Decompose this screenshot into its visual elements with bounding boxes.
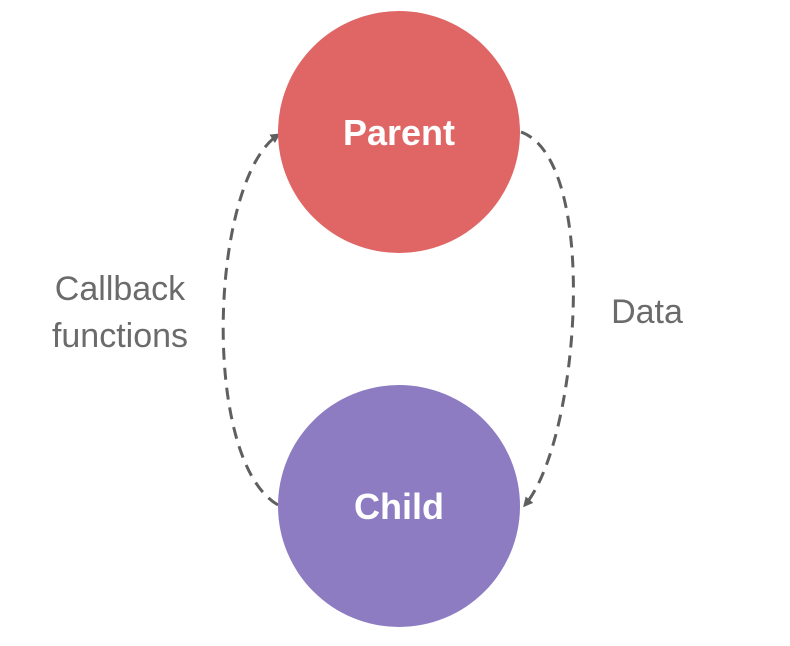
callback-edge-label-line2: functions	[52, 317, 188, 355]
data-edge-arrow	[520, 130, 575, 508]
parent-circle	[278, 11, 520, 253]
data-edge-label: Data	[611, 293, 683, 331]
child-node: Child	[278, 385, 520, 627]
child-label: Child	[354, 486, 444, 527]
parent-node: Parent	[278, 11, 520, 253]
child-circle	[278, 385, 520, 627]
callback-edge-arrow	[221, 133, 281, 507]
callback-edge-label-line1: Callback	[55, 270, 186, 308]
parent-label: Parent	[343, 112, 455, 153]
